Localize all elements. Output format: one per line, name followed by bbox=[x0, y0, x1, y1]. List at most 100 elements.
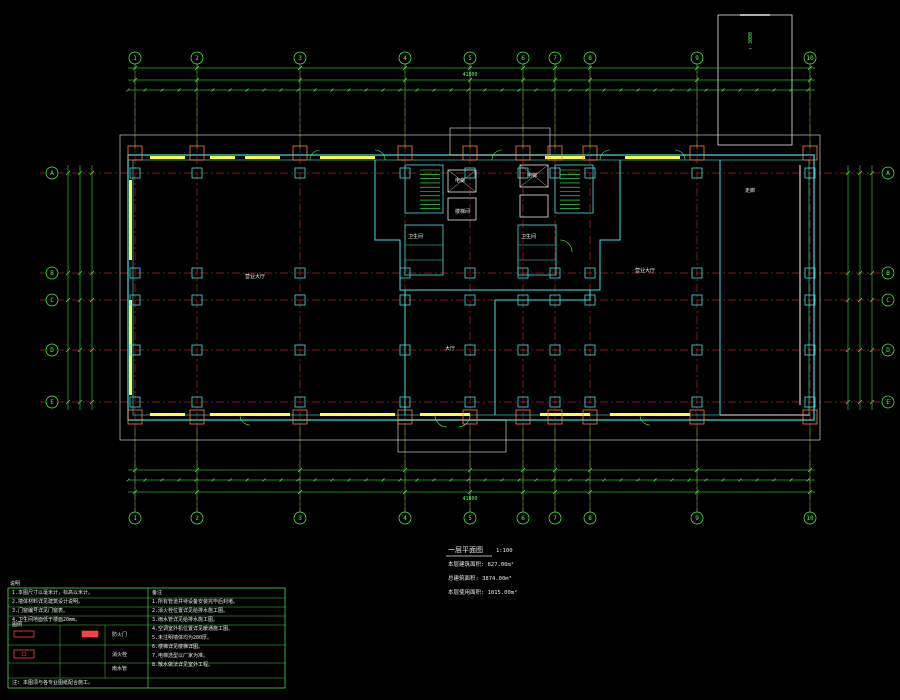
column bbox=[804, 344, 816, 356]
axis-bubble-x bbox=[398, 511, 412, 525]
column bbox=[464, 396, 476, 408]
column bbox=[191, 396, 203, 408]
column-perimeter bbox=[689, 409, 705, 425]
axis-bubble-x bbox=[548, 51, 562, 65]
dimension-tick bbox=[687, 88, 691, 92]
bottom-dimension-lines bbox=[126, 467, 815, 495]
column bbox=[691, 396, 703, 408]
area-line-2: 总建筑面积: 3874.00m² bbox=[448, 574, 512, 582]
column bbox=[549, 344, 561, 356]
column bbox=[517, 344, 529, 356]
dimension-tick bbox=[568, 478, 572, 482]
axis-label-y: D bbox=[50, 347, 54, 354]
legend-symbol-1: 防火门 bbox=[112, 631, 127, 638]
column bbox=[691, 344, 703, 356]
column bbox=[584, 396, 596, 408]
dimension-tick bbox=[279, 88, 283, 92]
door-swings bbox=[239, 149, 686, 428]
dimension-tick bbox=[500, 478, 504, 482]
note-left-3: 4.卫生间地面低于楼面20mm。 bbox=[12, 616, 80, 623]
dimension-tick bbox=[347, 88, 351, 92]
dimension-tick bbox=[126, 478, 130, 482]
bottom-overall-dimension: 41800 bbox=[462, 496, 477, 502]
dimension-tick bbox=[296, 478, 300, 482]
dimension-tick bbox=[721, 88, 725, 92]
axis-label-x: 7 bbox=[553, 55, 557, 62]
dimension-tick bbox=[806, 478, 810, 482]
axis-bubble-x bbox=[516, 51, 530, 65]
axis-label-x: 2 bbox=[195, 515, 199, 522]
note-right-6: 6.楼梯详见楼梯详图。 bbox=[152, 643, 203, 650]
dimension-tick bbox=[313, 478, 317, 482]
window-bottom bbox=[150, 413, 185, 416]
dimension-tick bbox=[330, 88, 334, 92]
dimension-tick bbox=[160, 88, 164, 92]
axis-bubble-x bbox=[516, 511, 530, 525]
axis-label-y: E bbox=[50, 399, 54, 406]
dimension-tick bbox=[177, 478, 181, 482]
label-toilet-1: 卫生间 bbox=[408, 233, 423, 240]
column bbox=[399, 396, 411, 408]
axis-bubble-x bbox=[548, 511, 562, 525]
note-left-2: 3.门窗编号详见门窗表。 bbox=[12, 607, 68, 614]
dimension-tick bbox=[602, 478, 606, 482]
column-perimeter bbox=[802, 409, 818, 425]
dimension-tick bbox=[687, 478, 691, 482]
legend-symbol-0: 图例 bbox=[12, 621, 22, 628]
dimension-tick bbox=[517, 88, 521, 92]
dimension-tick bbox=[534, 478, 538, 482]
dimension-tick bbox=[279, 478, 283, 482]
dimension-tick bbox=[364, 478, 368, 482]
dimension-tick bbox=[534, 88, 538, 92]
label-toilet-2: 卫生间 bbox=[521, 233, 536, 240]
column-perimeter bbox=[127, 409, 143, 425]
axis-bubble-y bbox=[881, 343, 895, 357]
column-perimeter bbox=[582, 145, 598, 161]
axis-label-y: C bbox=[50, 297, 54, 304]
column bbox=[691, 267, 703, 279]
axis-bubble-y bbox=[45, 293, 59, 307]
dimension-tick bbox=[755, 478, 759, 482]
note-right-3: 3.雨水管详见给排水施工图。 bbox=[152, 616, 218, 623]
column bbox=[294, 167, 306, 179]
note-right-1: 1.所有管道井待设备安装完毕后封堵。 bbox=[152, 598, 238, 605]
window-bottom bbox=[420, 413, 470, 416]
dimension-tick bbox=[636, 478, 640, 482]
column bbox=[549, 396, 561, 408]
plan-title: 一层平面图 bbox=[448, 546, 483, 554]
axis-label-x: 10 bbox=[806, 515, 814, 522]
axis-label-y: A bbox=[886, 170, 890, 177]
legend-pipe-symbol bbox=[13, 649, 35, 659]
axis-bubble-x bbox=[398, 51, 412, 65]
axis-label-x: 4 bbox=[403, 515, 407, 522]
note-right-5: 5.未注明墙体均为200厚。 bbox=[152, 634, 212, 641]
column bbox=[191, 267, 203, 279]
axis-bubble-y bbox=[881, 395, 895, 409]
column-perimeter bbox=[462, 409, 478, 425]
column-perimeter bbox=[802, 145, 818, 161]
label-elevator-2: 电梯 bbox=[527, 172, 537, 179]
window-openings bbox=[129, 156, 690, 416]
column-perimeter bbox=[292, 409, 308, 425]
plan-scale: 1:100 bbox=[496, 548, 513, 554]
column bbox=[584, 344, 596, 356]
dimension-tick bbox=[483, 478, 487, 482]
axis-bubble-x bbox=[690, 51, 704, 65]
axis-label-x: 8 bbox=[588, 515, 592, 522]
window-bottom bbox=[610, 413, 690, 416]
column bbox=[584, 167, 596, 179]
column-perimeter bbox=[582, 409, 598, 425]
column bbox=[129, 344, 141, 356]
axis-bubble-y bbox=[881, 166, 895, 180]
window-top bbox=[320, 156, 375, 159]
axis-label-y: B bbox=[886, 270, 890, 277]
column-perimeter bbox=[189, 145, 205, 161]
axis-bubble-y bbox=[881, 293, 895, 307]
dimension-tick bbox=[432, 478, 436, 482]
dimension-tick bbox=[704, 88, 708, 92]
note-right-8: 8.散水做法详见室外工程。 bbox=[152, 661, 213, 668]
axis-bubble-x bbox=[190, 51, 204, 65]
column bbox=[191, 294, 203, 306]
dimension-tick bbox=[415, 88, 419, 92]
